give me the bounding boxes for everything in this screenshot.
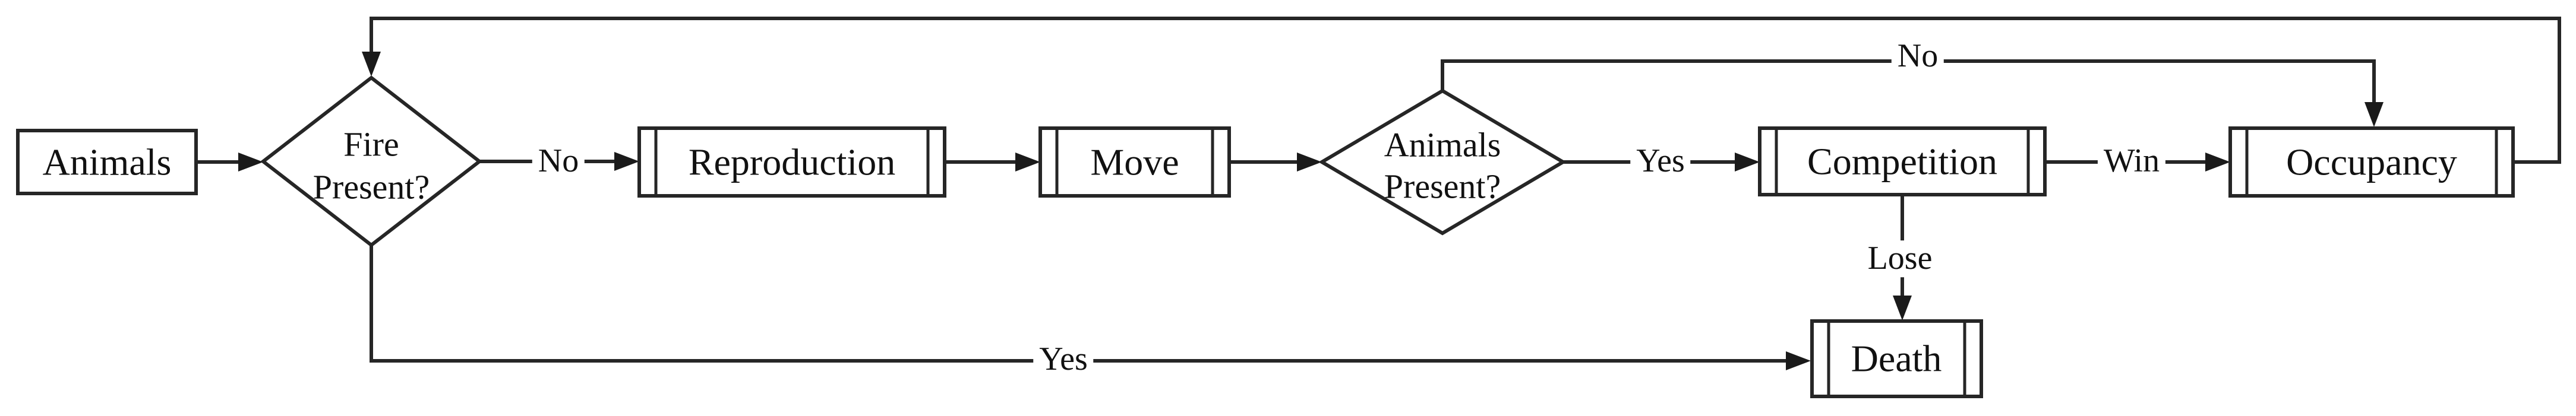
- move-node: Move: [1038, 126, 1231, 198]
- animals-present-label-line2: Present?: [1384, 167, 1501, 206]
- occupancy-node: Occupancy: [2228, 126, 2515, 198]
- competition-win-label: Win: [2097, 143, 2166, 180]
- edge-move-to-animals-present: [1229, 153, 1322, 172]
- death-node-label: Death: [1851, 338, 1942, 380]
- fire-present-decision: Fire Present?: [260, 75, 482, 247]
- fire-no-label: No: [532, 143, 585, 180]
- edge-animals-to-fire: [196, 153, 263, 172]
- competition-node: Competition: [1758, 126, 2047, 196]
- reproduction-node: Reproduction: [637, 126, 946, 198]
- animals-present-yes-label: Yes: [1630, 143, 1691, 180]
- edge-fire-yes: [370, 245, 1811, 370]
- fire-yes-label: Yes: [1033, 341, 1094, 378]
- occupancy-node-label: Occupancy: [2286, 141, 2457, 183]
- animals-present-no-label: No: [1891, 38, 1944, 75]
- animals-present-decision: Animals Present?: [1318, 88, 1567, 236]
- fire-present-label-line2: Present?: [313, 168, 430, 207]
- competition-node-label: Competition: [1807, 141, 1997, 183]
- animals-present-label-line1: Animals: [1384, 126, 1501, 164]
- animals-node: Animals: [16, 129, 198, 195]
- move-node-label: Move: [1090, 141, 1179, 183]
- competition-lose-label: Lose: [1861, 240, 1939, 277]
- edge-reproduction-to-move: [945, 153, 1040, 172]
- fire-present-label-line1: Fire: [343, 125, 399, 164]
- animals-node-label: Animals: [43, 141, 172, 183]
- death-node: Death: [1810, 319, 1983, 398]
- reproduction-node-label: Reproduction: [689, 141, 895, 183]
- edge-occupancy-feedback: [362, 17, 2561, 164]
